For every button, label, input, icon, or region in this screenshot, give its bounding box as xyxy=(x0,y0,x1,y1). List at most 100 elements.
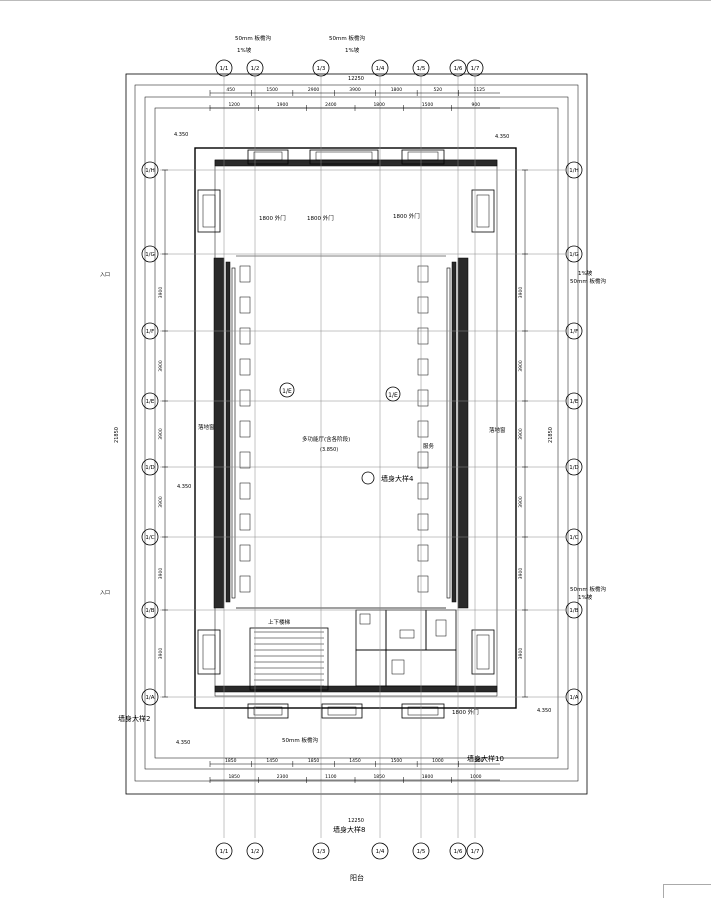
building-outline xyxy=(194,147,517,709)
stair xyxy=(249,627,329,691)
column-left-3 xyxy=(239,358,251,376)
note-top-mid-slope: 1%坡 xyxy=(345,46,360,54)
axis-bottom-4-label: 1/5 xyxy=(417,849,426,855)
column-right-8 xyxy=(417,513,429,531)
label-anchor-right: 落地窗 xyxy=(489,426,506,434)
dim-right-value-2: 3900 xyxy=(518,428,524,440)
axis-right-6-label: 1/B xyxy=(569,608,578,614)
axis-top-0 xyxy=(215,59,233,77)
axis-bottom-2 xyxy=(312,842,330,860)
dim-bottom-value-0-4: 1500 xyxy=(391,758,403,764)
axis-left-4 xyxy=(141,458,159,476)
columns-left xyxy=(239,265,251,593)
left-wall xyxy=(213,257,225,609)
dim-bottom-value-1-3: 1850 xyxy=(373,774,385,780)
label-detail4: 墙身大样4 xyxy=(381,474,414,483)
top-bay-3-detail xyxy=(407,151,439,161)
dim-right-value-4: 3900 xyxy=(518,568,524,580)
label-detail10: 墙身大样10 xyxy=(467,754,504,763)
column-left-8 xyxy=(239,513,251,531)
axis-right-1 xyxy=(565,245,583,263)
bottom-wall xyxy=(214,685,498,693)
axis-right-1-label: 1/G xyxy=(569,252,579,258)
section-bubble-left-label: 1/E xyxy=(282,388,292,395)
axis-right-0-label: 1/H xyxy=(569,168,579,174)
label-detail2: 墙身大样2 xyxy=(118,714,150,723)
fixture-c xyxy=(391,659,405,675)
dim-top-value-0-1: 1500 xyxy=(266,87,278,93)
grid-lines-horizontal xyxy=(160,169,565,698)
top-bay-1-detail xyxy=(253,151,283,161)
axis-right-4-label: 1/D xyxy=(569,465,579,471)
axis-right-0 xyxy=(565,161,583,179)
bottom-bay-3-detail xyxy=(407,706,439,716)
corner-status-box xyxy=(663,884,711,898)
axis-top-4 xyxy=(412,59,430,77)
dim-bottom-value-1-2: 1100 xyxy=(325,774,337,780)
label-hall-sub: (3.850) xyxy=(320,447,338,453)
axis-left-0-label: 1/H xyxy=(145,168,155,174)
axis-top-4-label: 1/5 xyxy=(417,66,426,72)
axis-bottom-2-label: 1/3 xyxy=(317,849,326,855)
right-top-fixture xyxy=(471,189,495,233)
left-glazing xyxy=(231,267,236,599)
axis-bottom-1 xyxy=(246,842,264,860)
label-stair: 上下楼梯 xyxy=(268,618,291,626)
dim-bottom-value-1-5: 1000 xyxy=(470,774,482,780)
dim-top-value-1-3: 1800 xyxy=(373,102,385,108)
axis-left-4-label: 1/D xyxy=(145,465,155,471)
marker-left: 入口 xyxy=(100,272,110,278)
top-bay-3 xyxy=(401,149,445,165)
column-right-1 xyxy=(417,296,429,314)
column-right-7 xyxy=(417,482,429,500)
axis-top-3-label: 1/4 xyxy=(376,66,385,72)
axis-left-5 xyxy=(141,528,159,546)
elev-bottom-right: 4.350 xyxy=(537,708,551,714)
top-bay-2-detail xyxy=(315,151,373,161)
dim-bottom-value-0-1: 1450 xyxy=(266,758,278,764)
note-top-mid-eave: 50mm 板檐沟 xyxy=(329,34,365,42)
dim-left-value-4: 3900 xyxy=(158,568,164,580)
dim-left-value-0: 3900 xyxy=(158,287,164,299)
dim-top-value-1-0: 1200 xyxy=(228,102,240,108)
axis-top-2 xyxy=(312,59,330,77)
axis-left-0 xyxy=(141,161,159,179)
label-door-2: 1800 外门 xyxy=(307,214,334,222)
dim-bottom-value-0-2: 1850 xyxy=(308,758,320,764)
axis-left-2-label: 1/F xyxy=(146,329,155,335)
window-top-border xyxy=(0,0,711,1)
bottom-bay-3 xyxy=(401,703,445,719)
column-left-7 xyxy=(239,482,251,500)
axis-bottom-4 xyxy=(412,842,430,860)
bottom-bay-1 xyxy=(247,703,289,719)
fixture-d xyxy=(435,619,447,637)
axis-top-5-label: 1/6 xyxy=(454,66,463,72)
axis-right-2 xyxy=(565,322,583,340)
dim-right-value-0: 3900 xyxy=(518,287,524,299)
top-wall xyxy=(214,159,498,167)
label-anchor-left: 落地窗 xyxy=(198,423,215,431)
axis-left-1 xyxy=(141,245,159,263)
top-bay-2 xyxy=(309,149,379,165)
service-room-1 xyxy=(355,609,387,651)
column-left-5 xyxy=(239,420,251,438)
column-right-2 xyxy=(417,327,429,345)
column-right-10 xyxy=(417,575,429,593)
axis-bottom-3 xyxy=(371,842,389,860)
elev-top-right: 4.350 xyxy=(495,134,509,140)
label-balcony: 阳台 xyxy=(350,873,364,882)
axis-left-6-label: 1/B xyxy=(145,608,154,614)
section-bubble-right xyxy=(385,386,401,402)
dim-top-value-1-5: 900 xyxy=(472,102,481,108)
axis-bottom-0-label: 1/1 xyxy=(220,849,229,855)
note-top-left-eave: 50mm 板檐沟 xyxy=(235,34,271,42)
left-inner-wall xyxy=(225,261,231,603)
axis-top-2-label: 1/3 xyxy=(317,66,326,72)
label-door-1: 1800 外门 xyxy=(259,214,286,222)
dim-bottom-value-0-3: 1450 xyxy=(349,758,361,764)
axis-top-1 xyxy=(246,59,264,77)
axis-top-3 xyxy=(371,59,389,77)
column-left-6 xyxy=(239,451,251,469)
dim-right-value-1: 3900 xyxy=(518,360,524,372)
right-top-fixture-inner xyxy=(476,194,490,228)
